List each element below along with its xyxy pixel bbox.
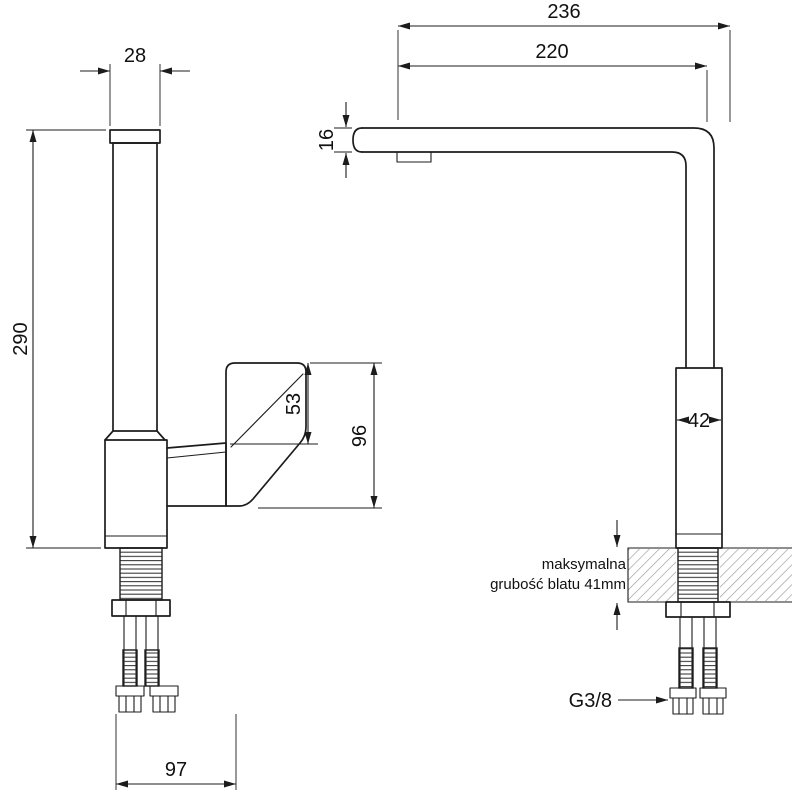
dim-spout-thickness-label: 16 bbox=[316, 129, 338, 151]
dim-handle-upper-label: 53 bbox=[283, 393, 305, 415]
hose-fitting-right-hex bbox=[152, 695, 176, 713]
faucet-cap bbox=[109, 129, 161, 144]
dim-spout-width-label: 28 bbox=[124, 45, 146, 67]
dim-overall-depth-label: 236 bbox=[547, 1, 580, 23]
hose-fitting-left-hex bbox=[672, 697, 694, 715]
mounting-stud-thread-front bbox=[119, 547, 163, 601]
dim-base-span-label: 97 bbox=[165, 759, 187, 781]
front-view bbox=[104, 129, 307, 713]
hose-thread-left bbox=[122, 649, 138, 687]
faucet-riser bbox=[112, 142, 158, 432]
faucet-body-front bbox=[104, 439, 168, 549]
hose-fitting-right-hex bbox=[702, 697, 724, 715]
front-view-dimensions: 28 290 53 96 97 bbox=[10, 45, 382, 790]
handle-boss-line bbox=[166, 451, 227, 459]
hose-fitting-left bbox=[115, 685, 145, 697]
hose-thread-right bbox=[702, 647, 718, 689]
hose-fitting-left-hex bbox=[118, 695, 142, 713]
countertop-hatch bbox=[628, 549, 676, 601]
mounting-bracket-side bbox=[665, 601, 731, 618]
spout-tip bbox=[352, 127, 363, 153]
handle-paddle-edge bbox=[230, 373, 304, 448]
dim-handle-height-label: 96 bbox=[349, 425, 371, 447]
side-view-dimensions: 236 220 16 42 maksymalna grubość blatu 4… bbox=[316, 1, 731, 712]
mounting-bracket-front bbox=[111, 599, 171, 617]
dim-spout-reach-label: 220 bbox=[535, 41, 568, 63]
mounting-stud-thread-side bbox=[677, 547, 719, 603]
riser-body-transition bbox=[104, 430, 166, 441]
countertop-hatch bbox=[720, 549, 792, 601]
thread-size-label: G3/8 bbox=[569, 690, 612, 712]
dim-height-label: 290 bbox=[10, 322, 32, 355]
side-view bbox=[352, 127, 792, 715]
hose-fitting-right bbox=[149, 685, 179, 697]
hose-fitting-right bbox=[699, 687, 727, 699]
hose-fitting-left bbox=[669, 687, 697, 699]
dim-body-diameter-label: 42 bbox=[688, 410, 710, 432]
spout-outer-edge bbox=[361, 127, 715, 369]
hose-thread-right bbox=[144, 649, 160, 687]
handle-paddle bbox=[225, 362, 307, 507]
faucet-body-side bbox=[675, 367, 723, 549]
counter-note-line2: grubość blatu 41mm bbox=[490, 576, 626, 593]
aerator bbox=[396, 151, 432, 163]
spout-inner-edge bbox=[361, 151, 687, 369]
counter-note-line1: maksymalna bbox=[542, 556, 627, 573]
hose-thread-left bbox=[678, 647, 694, 689]
